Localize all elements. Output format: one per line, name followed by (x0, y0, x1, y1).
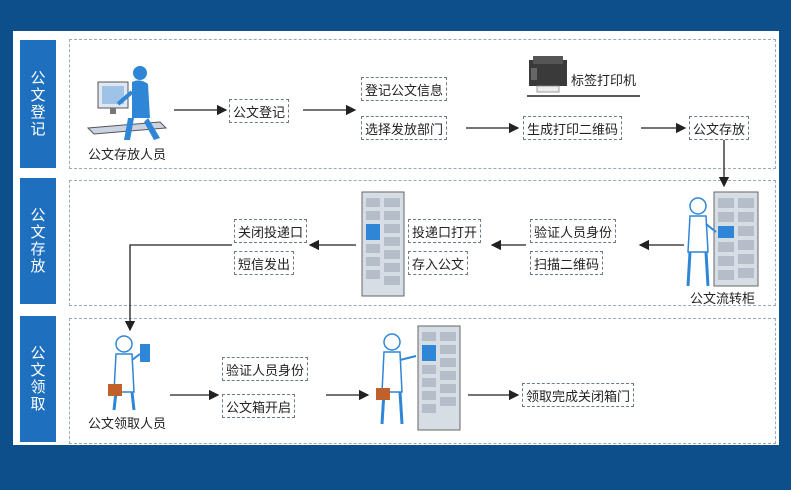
node-verify-collector: 验证人员身份 (222, 357, 309, 381)
stage-label-register: 公文登记 (30, 69, 46, 138)
node-gen-qr: 生成打印二维码 (523, 116, 623, 140)
section-collect (69, 318, 776, 444)
stage-band-collect: 公文领取 (20, 316, 56, 442)
collector-at-cabinet-icon (376, 325, 461, 431)
depositor-person-icon (86, 66, 168, 140)
label-printer-icon (529, 56, 567, 93)
collector-person-icon (108, 335, 150, 411)
node-register-info: 登记公文信息 (361, 77, 448, 101)
node-finish: 领取完成关闭箱门 (522, 383, 635, 407)
cabinet-label: 公文流转柜 (690, 292, 756, 307)
node-open-box: 公文箱开启 (222, 394, 296, 418)
node-scan-qr: 扫描二维码 (530, 251, 604, 275)
node-close-slot: 关闭投递口 (234, 219, 308, 243)
section-register (69, 39, 776, 169)
stage-band-store: 公文存放 (20, 178, 56, 304)
cabinet-open-slot-icon (361, 191, 405, 297)
depositor-label: 公文存放人员 (88, 148, 167, 163)
node-store: 公文存放 (689, 116, 750, 140)
stage-band-register: 公文登记 (20, 40, 56, 168)
node-open-slot: 投递口打开 (408, 219, 482, 243)
arrow-to-collector (124, 244, 232, 332)
node-sms: 短信发出 (234, 251, 295, 275)
section-store (69, 180, 776, 306)
node-deposit: 存入公文 (408, 251, 469, 275)
node-verify-identity: 验证人员身份 (530, 219, 617, 243)
node-register: 公文登记 (229, 99, 290, 123)
stage-label-store: 公文存放 (30, 206, 46, 275)
stage-label-collect: 公文领取 (30, 344, 46, 413)
transfer-cabinet-icon (686, 191, 759, 287)
collector-label: 公文领取人员 (88, 417, 167, 432)
printer-label: 标签打印机 (571, 74, 637, 89)
node-select-dept: 选择发放部门 (361, 116, 448, 140)
